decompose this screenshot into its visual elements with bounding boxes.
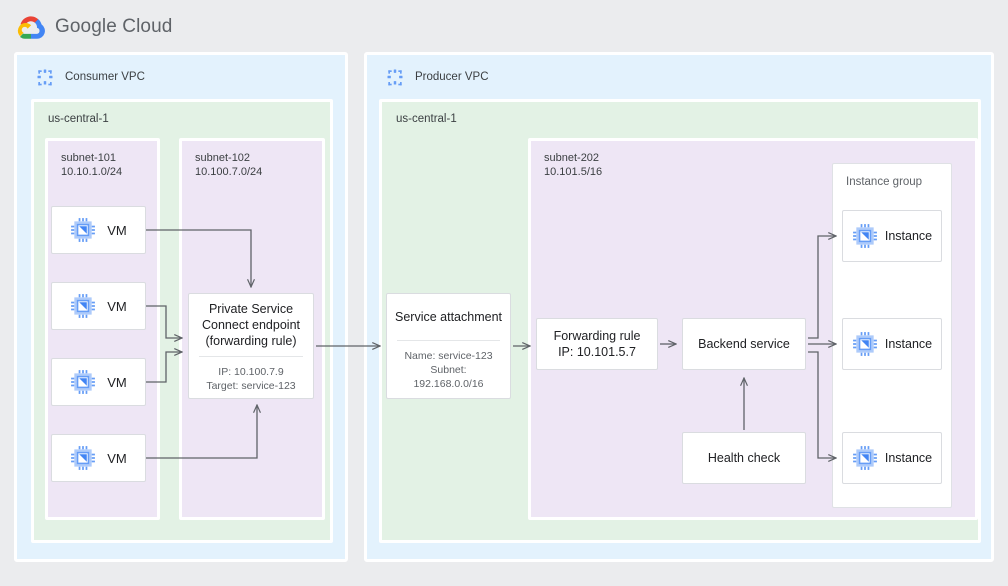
instance-card-2[interactable]: Instance bbox=[842, 318, 942, 370]
brand-wordmark: Google Cloud bbox=[55, 16, 172, 38]
page-header: Google Cloud bbox=[16, 12, 172, 42]
vm-chip-icon bbox=[852, 446, 877, 470]
vm-card-2[interactable]: VM bbox=[51, 282, 146, 330]
service-attachment-details: Name: service-123 Subnet: 192.168.0.0/16 bbox=[404, 350, 493, 390]
instance-card-1[interactable]: Instance bbox=[842, 210, 942, 262]
vm-card-2-label: VM bbox=[107, 298, 127, 314]
producer-region-label: us-central-1 bbox=[396, 113, 457, 125]
instance-card-2-label: Instance bbox=[884, 337, 933, 351]
psc-endpoint-divider bbox=[198, 356, 304, 357]
consumer-vpc-label: Consumer VPC bbox=[65, 71, 145, 83]
forwarding-rule-card[interactable]: Forwarding rule IP: 10.101.5.7 bbox=[536, 318, 658, 370]
vm-card-1-label: VM bbox=[107, 222, 127, 238]
vm-card-1[interactable]: VM bbox=[51, 206, 146, 254]
vpc-network-icon bbox=[387, 69, 403, 86]
psc-endpoint-card[interactable]: Private Service Connect endpoint (forwar… bbox=[188, 293, 314, 399]
service-attachment-title: Service attachment bbox=[395, 310, 502, 324]
vm-chip-icon bbox=[852, 332, 877, 356]
backend-service-card[interactable]: Backend service bbox=[682, 318, 806, 370]
vm-chip-icon bbox=[71, 370, 96, 394]
health-check-card[interactable]: Health check bbox=[682, 432, 806, 484]
consumer-region-label: us-central-1 bbox=[48, 113, 109, 125]
google-cloud-logo-icon bbox=[17, 16, 45, 39]
vm-card-4-label: VM bbox=[107, 450, 127, 466]
vm-chip-icon bbox=[71, 294, 96, 318]
psc-endpoint-details: IP: 10.100.7.9 Target: service-123 bbox=[206, 366, 296, 392]
vm-chip-icon bbox=[71, 446, 96, 470]
service-attachment-card[interactable]: Service attachment Name: service-123 Sub… bbox=[386, 293, 511, 399]
instance-card-1-label: Instance bbox=[884, 229, 933, 243]
vm-chip-icon bbox=[71, 218, 96, 242]
forwarding-rule-title: Forwarding rule IP: 10.101.5.7 bbox=[553, 329, 641, 359]
brand-secondary: Cloud bbox=[122, 16, 173, 37]
vm-chip-icon bbox=[852, 224, 877, 248]
instance-card-3[interactable]: Instance bbox=[842, 432, 942, 484]
instance-card-3-label: Instance bbox=[884, 451, 933, 465]
backend-service-title: Backend service bbox=[698, 337, 790, 351]
vm-card-3[interactable]: VM bbox=[51, 358, 146, 406]
service-attachment-divider bbox=[396, 340, 501, 341]
producer-vpc-header: Producer VPC bbox=[385, 67, 489, 87]
vm-card-4[interactable]: VM bbox=[51, 434, 146, 482]
psc-endpoint-title: Private Service Connect endpoint (forwar… bbox=[202, 302, 300, 348]
producer-vpc-label: Producer VPC bbox=[415, 71, 489, 83]
health-check-title: Health check bbox=[707, 451, 781, 465]
brand-primary: Google bbox=[55, 16, 117, 37]
vm-card-3-label: VM bbox=[107, 374, 127, 390]
consumer-vpc-header: Consumer VPC bbox=[35, 67, 145, 87]
vpc-network-icon bbox=[37, 69, 53, 86]
instance-group-label: Instance group bbox=[846, 176, 923, 188]
